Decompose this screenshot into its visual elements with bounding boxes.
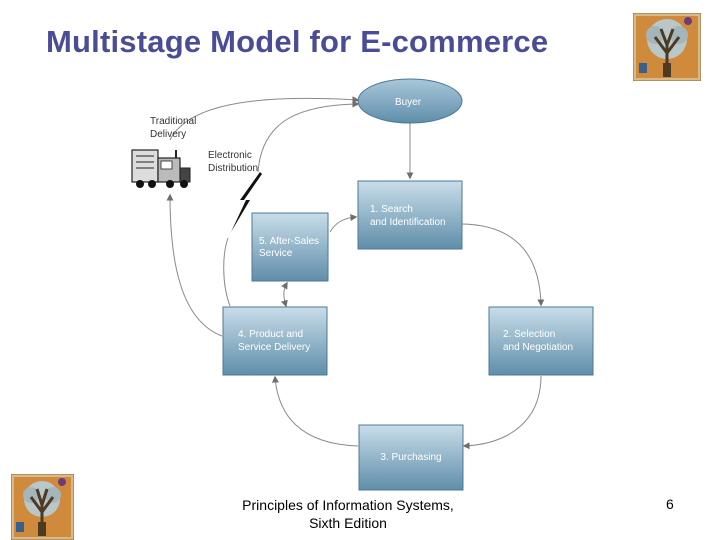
arrow-electronic-to-buyer	[257, 100, 360, 173]
delivery-truck-icon	[131, 149, 191, 188]
stage1-label-line1: 1. Search	[370, 204, 413, 215]
svg-text:4. Product and Service D: 4. Product and Service Delivery	[238, 329, 310, 353]
tree-logo-top	[633, 13, 701, 81]
stage4-label-line1: 4. Product and	[238, 329, 303, 340]
buyer-label: Buyer	[395, 97, 422, 108]
electronic-distribution-line2: Distribution	[208, 163, 258, 174]
stage3-purchasing-box: 3. Purchasing	[358, 424, 464, 491]
stage3-label: 3. Purchasing	[380, 452, 441, 463]
arrow-truck-to-buyer	[169, 96, 360, 141]
arrow-selection-to-purchasing	[462, 375, 542, 450]
arrow-purchasing-to-delivery	[271, 375, 359, 447]
stage5-aftersales-box: 5. After-Sales Service	[251, 212, 329, 282]
traditional-delivery-label: Traditional Delivery	[150, 116, 199, 140]
arrow-search-to-selection	[461, 223, 545, 307]
slide-title: Multistage Model for E-commerce	[46, 24, 549, 59]
stage2-selection-negotiation-box: 2. Selection and Negotiation	[488, 306, 594, 376]
svg-text:1. Search and Identifica: 1. Search and Identification	[370, 204, 446, 228]
buyer-node: Buyer	[357, 78, 463, 124]
arrow-delivery-to-electronic	[223, 237, 231, 307]
stage2-label-line2: and Negotiation	[503, 342, 573, 353]
footer-citation: Principles of Information Systems, Sixth…	[230, 496, 466, 532]
svg-text:2. Selection and Negotia: 2. Selection and Negotiation	[503, 329, 573, 353]
stage1-search-identification-box: 1. Search and Identification	[357, 180, 463, 250]
traditional-delivery-line1: Traditional	[150, 116, 196, 127]
electronic-distribution-line1: Electronic	[208, 150, 252, 161]
arrow-delivery-to-truck	[166, 193, 223, 337]
stage5-label-line1: 5. After-Sales	[259, 236, 319, 247]
footer-line2: Sixth Edition	[309, 515, 387, 531]
arrow-delivery-to-aftersales	[281, 281, 288, 308]
lightning-bolt-icon	[231, 172, 262, 232]
arrow-aftersales-to-search	[329, 213, 358, 233]
stage4-product-delivery-box: 4. Product and Service Delivery	[222, 306, 328, 376]
stage5-label-line2: Service	[259, 248, 293, 259]
stage1-label-line2: and Identification	[370, 217, 446, 228]
traditional-delivery-line2: Delivery	[150, 129, 186, 140]
tree-logo-bottom	[11, 474, 74, 540]
svg-text:5. After-Sales Service: 5. After-Sales Service	[259, 236, 322, 259]
footer-line1: Principles of Information Systems,	[242, 497, 454, 513]
stage2-label-line1: 2. Selection	[503, 329, 555, 340]
electronic-distribution-label: Electronic Distribution	[208, 150, 258, 174]
page-number: 6	[666, 496, 674, 512]
stage4-label-line2: Service Delivery	[238, 342, 310, 353]
